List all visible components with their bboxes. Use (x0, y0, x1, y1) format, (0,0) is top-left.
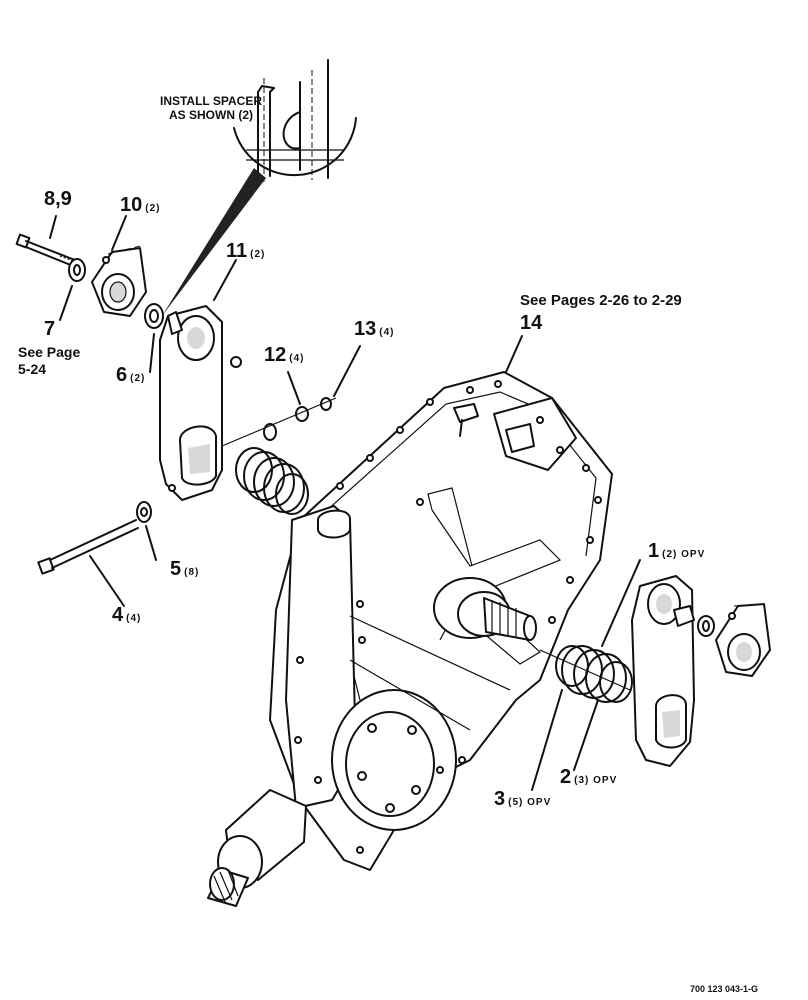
callout-8-9: 8,9 (44, 188, 72, 211)
left-bearing-housing (91, 245, 147, 317)
callout-qty: (4) (379, 327, 395, 338)
figure-id: 700 123 043-1-G (690, 984, 759, 994)
callout-num: 5 (170, 558, 182, 580)
washer-7 (68, 258, 86, 282)
housing-rivets (294, 380, 602, 854)
callout-qty: (4) (126, 613, 142, 624)
bolt-4 (37, 519, 139, 575)
spacer-6 (144, 303, 164, 329)
spacer-detail-view (162, 59, 357, 316)
callout-num: 1 (648, 540, 660, 562)
callout-3: 3(5) OPV (494, 788, 551, 811)
callout-num: 14 (520, 312, 543, 334)
callout-num: 8,9 (44, 188, 72, 210)
callout-num: 11 (226, 240, 248, 262)
right-bearing-housing (715, 603, 771, 677)
right-spacer (697, 615, 715, 637)
callout-qty: (4) (289, 353, 305, 364)
callout-qty: (2) OPV (662, 549, 706, 560)
left-spring (235, 447, 309, 515)
callout-num: 6 (116, 364, 128, 386)
callout-qty: (2) (250, 249, 266, 260)
callout-4: 4(4) (112, 604, 141, 627)
callout-num: 7 (44, 318, 56, 340)
callout-10: 10(2) (120, 194, 160, 217)
right-arm-1 (631, 575, 695, 767)
see-page-ref: See Page 5-24 (18, 344, 80, 378)
detail-note-line2: AS SHOWN (2) (169, 108, 253, 122)
callout-14: 14 (520, 312, 542, 335)
callout-qty: (5) OPV (508, 797, 552, 808)
callout-qty: (2) (130, 373, 146, 384)
leader-lines (49, 215, 641, 791)
callout-1: 1(2) OPV (648, 540, 705, 563)
hardware-12-13 (221, 397, 337, 447)
washer-5 (136, 501, 152, 523)
detail-note: INSTALL SPACER AS SHOWN (2) (146, 94, 276, 122)
right-spring (539, 645, 633, 703)
callout-num: 13 (354, 318, 377, 340)
callout-qty: (3) OPV (574, 775, 618, 786)
callout-12: 12(4) (264, 344, 304, 367)
callout-qty: (8) (184, 567, 200, 578)
callout-2: 2(3) OPV (560, 766, 617, 789)
callout-num: 2 (560, 766, 572, 788)
callout-num: 12 (264, 344, 287, 366)
detail-note-line1: INSTALL SPACER (159, 94, 262, 108)
left-arm-11 (159, 305, 242, 501)
main-gearbox-housing (207, 371, 613, 907)
callout-qty: (2) (145, 203, 161, 214)
callout-num: 4 (112, 604, 124, 626)
callout-11: 11(2) (226, 240, 265, 263)
see-page-line1: See Page (18, 344, 81, 360)
callout-5: 5(8) (170, 558, 199, 581)
callout-num: 3 (494, 788, 506, 810)
callout-num: 10 (120, 194, 143, 216)
callout-13: 13(4) (354, 318, 394, 341)
callout-6: 6(2) (116, 364, 145, 387)
see-pages-ref: See Pages 2-26 to 2-29 (520, 292, 682, 309)
see-page-line2: 5-24 (18, 361, 47, 377)
callout-7: 7 (44, 318, 55, 341)
